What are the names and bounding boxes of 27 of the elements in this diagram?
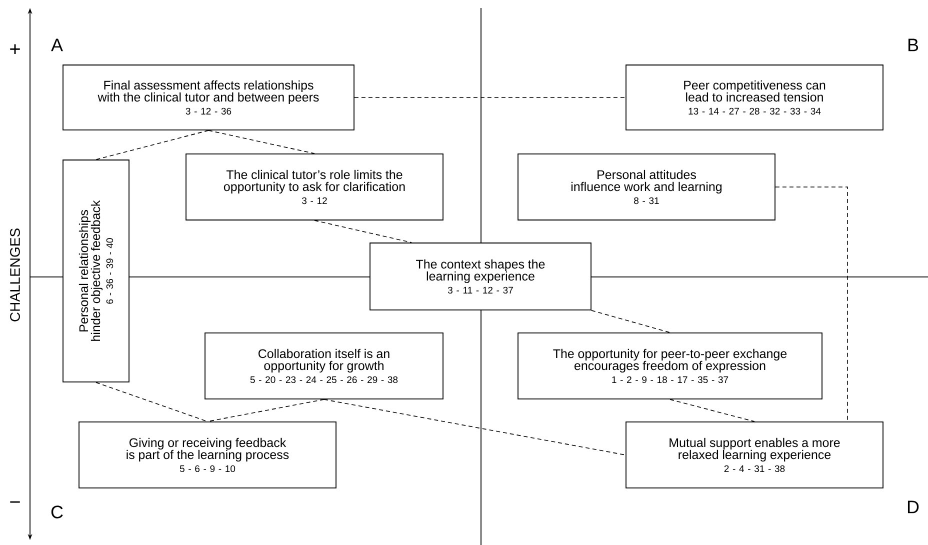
sign-label: − [10,501,20,503]
quadrant-letter: D [908,500,919,514]
quadrant-letter: C [51,506,63,518]
theme-box: Collaboration itself is an opportunity for growth 5 - 20 - 23 - 24 - 25 - 26 - 29 - 38 [204,332,444,400]
dashed-connector [207,399,324,422]
axis-label: CHALLENGES [10,228,20,322]
theme-box: Mutual support enables a more relaxed learning experience 2 - 4 - 31 - 38 [626,422,884,488]
sign-label: + [10,44,20,54]
dashed-connector [775,186,848,422]
theme-box: The context shapes the learning experience 3 - 11 - 12 - 37 [370,242,592,310]
dashed-connector [96,130,209,160]
theme-box: The opportunity for peer-to-peer exchange encourages freedom of expression 1 - 2 - 9 - 18 - 17 - 35 - 37 [518,332,822,400]
quadrant-letter: B [908,38,918,52]
theme-box: The clinical tutor’s role limits the opportunity to ask for clarification 3 - 12 [186,154,444,220]
dashed-connector [670,399,755,422]
dashed-connector [324,399,626,456]
theme-box: Personal attitudes influence work and learning 8 - 31 [518,154,776,220]
dashed-connector [314,220,412,243]
theme-box: Final assessment affects relationships with the clinical tutor and between peers 3 - 12 - 36 [62,64,354,130]
theme-box: Peer competitiveness can lead to increased tension 13 - 14 - 27 - 28 - 32 - 33 - 34 [626,64,884,130]
theme-box: Giving or receiving feedback is part of the learning process 5 - 6 - 9 - 10 [78,422,336,488]
dashed-connector [96,382,208,422]
quadrant-letter: A [51,38,63,52]
theme-box: Personal relationships hinder objective feedback 6 - 36 - 39 - 40 [62,160,130,382]
dashed-connector [354,97,626,98]
dashed-connector [208,130,315,154]
dashed-connector [591,310,670,333]
